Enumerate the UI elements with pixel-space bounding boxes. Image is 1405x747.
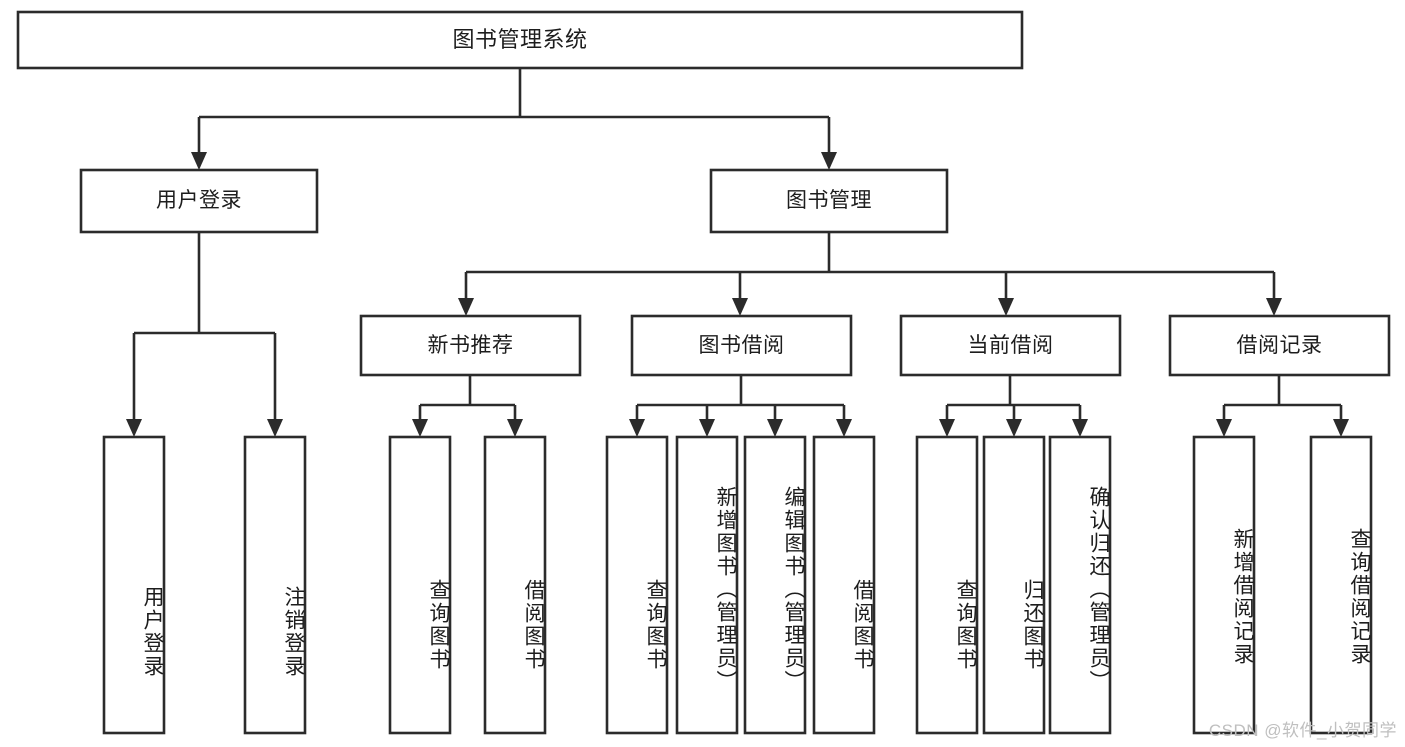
arrow-head-user-login — [191, 152, 207, 170]
arrow-head-leaf-query-book-2 — [629, 419, 645, 437]
node-new-book-recommend-box[interactable] — [359, 314, 582, 377]
node-leaf-query-book-3-box[interactable] — [915, 435, 979, 735]
node-leaf-add-record-box[interactable] — [1192, 435, 1256, 735]
arrow-head-leaf-query-record — [1333, 419, 1349, 437]
arrow-head-leaf-borrow-book-2 — [836, 419, 852, 437]
node-leaf-confirm-return-box[interactable] — [1048, 435, 1112, 735]
node-leaf-query-book-1-box[interactable] — [388, 435, 452, 735]
arrow-head-leaf-confirm-return — [1072, 419, 1088, 437]
node-leaf-borrow-book-2-box[interactable] — [812, 435, 876, 735]
node-book-borrow-box[interactable] — [630, 314, 853, 377]
arrow-head-borrow-record — [1266, 298, 1282, 316]
arrow-head-leaf-query-book-1 — [412, 419, 428, 437]
node-borrow-record-box[interactable] — [1168, 314, 1391, 377]
arrow-head-new-book-recommend — [458, 298, 474, 316]
arrow-head-leaf-user-login — [126, 419, 142, 437]
node-leaf-query-record-box[interactable] — [1309, 435, 1373, 735]
node-root-box[interactable] — [16, 10, 1024, 70]
arrow-head-book-manage — [821, 152, 837, 170]
arrow-head-leaf-edit-book — [767, 419, 783, 437]
arrow-head-book-borrow — [732, 298, 748, 316]
arrow-head-leaf-borrow-book-1 — [507, 419, 523, 437]
node-book-manage-box[interactable] — [709, 168, 949, 234]
node-leaf-add-book-box[interactable] — [675, 435, 739, 735]
node-leaf-borrow-book-1-box[interactable] — [483, 435, 547, 735]
arrow-head-leaf-add-record — [1216, 419, 1232, 437]
arrow-head-leaf-query-book-3 — [939, 419, 955, 437]
node-leaf-user-login-box[interactable] — [102, 435, 166, 735]
node-leaf-logout-box[interactable] — [243, 435, 307, 735]
arrow-head-leaf-logout — [267, 419, 283, 437]
arrow-head-current-borrow — [998, 298, 1014, 316]
node-leaf-query-book-2-box[interactable] — [605, 435, 669, 735]
node-leaf-return-book-box[interactable] — [982, 435, 1046, 735]
node-leaf-edit-book-box[interactable] — [743, 435, 807, 735]
arrow-head-leaf-return-book — [1006, 419, 1022, 437]
node-current-borrow-box[interactable] — [899, 314, 1122, 377]
arrow-head-leaf-add-book — [699, 419, 715, 437]
csdn-watermark: CSDN @软件_小贺同学 — [1208, 721, 1397, 740]
node-user-login-box[interactable] — [79, 168, 319, 234]
